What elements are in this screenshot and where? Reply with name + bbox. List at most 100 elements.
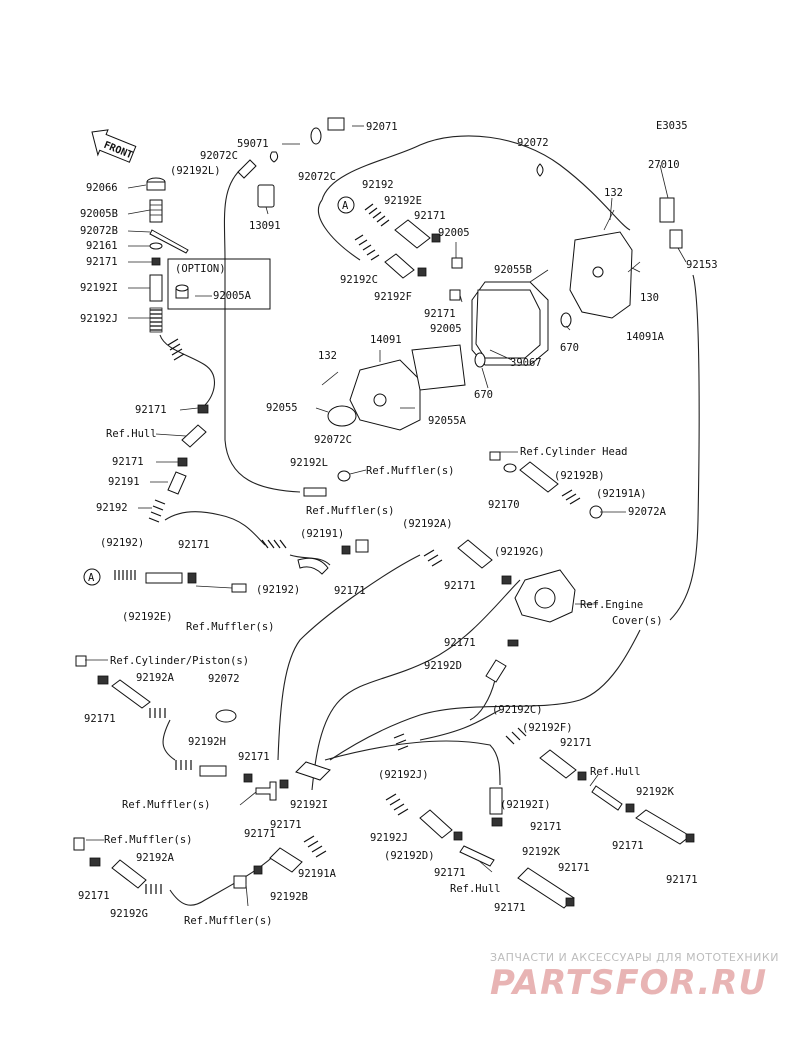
label-92192l-b: 92192L	[290, 457, 328, 469]
label-92191a-p: (92191A)	[596, 488, 647, 500]
label-ref-cylinder-piston: Ref.Cylinder/Piston(s)	[110, 655, 249, 667]
label-92192a-c: 92192A	[136, 852, 175, 864]
label-92192l: (92192L)	[170, 165, 221, 177]
label-92171-b10: 92171	[558, 862, 590, 874]
label-92171-m4: 92171	[444, 580, 476, 592]
label-92171-b1: 92171	[84, 713, 116, 725]
label-ref-cylinder-head: Ref.Cylinder Head	[520, 446, 627, 458]
label-ref-muffler: Ref.Muffler(s)	[366, 465, 455, 477]
label-92005-b: 92005	[430, 323, 462, 335]
label-92192k-b: 92192K	[522, 846, 561, 858]
label-13091: 13091	[249, 220, 281, 232]
part-labels: E3035 59071 92071 92072C (92192L) 92072C…	[78, 120, 718, 927]
label-92192h: 92192H	[188, 736, 226, 748]
label-92192: 92192	[362, 179, 394, 191]
label-92171-b8: 92171	[666, 874, 698, 886]
label-ref-muffler-5: Ref.Muffler(s)	[104, 834, 193, 846]
label-92072c: 92072C	[200, 150, 238, 162]
label-92192a-p: (92192A)	[402, 518, 453, 530]
label-92171-b6: 92171	[612, 840, 644, 852]
label-ref-muffler-2: Ref.Muffler(s)	[306, 505, 395, 517]
label-14091: 14091	[370, 334, 402, 346]
label-92072c-c: 92072C	[314, 434, 352, 446]
label-92072-b: 92072	[208, 673, 240, 685]
label-92192j-p: (92192J)	[378, 769, 429, 781]
diagram-code: E3035	[656, 120, 688, 132]
label-92055b: 92055B	[494, 264, 532, 276]
label-92191a: 92191A	[298, 868, 337, 880]
label-132: 132	[604, 187, 623, 199]
label-92192f: 92192F	[374, 291, 412, 303]
left-column-parts	[114, 117, 345, 593]
label-92171-m2: 92171	[112, 456, 144, 468]
label-92192i: 92192I	[80, 282, 118, 294]
label-92171-m6: 92171	[444, 637, 476, 649]
label-92192k: 92192K	[636, 786, 675, 798]
label-92072a: 92072A	[628, 506, 667, 518]
label-92192c: 92192C	[340, 274, 378, 286]
label-92191: 92191	[108, 476, 140, 488]
label-92192j-b: 92192J	[370, 832, 408, 844]
svg-text:A: A	[88, 572, 95, 584]
option-label: (OPTION)	[175, 263, 226, 275]
lower-parts	[73, 655, 695, 909]
label-92171-b4: 92171	[270, 819, 302, 831]
label-92192b-p: (92192B)	[554, 470, 605, 482]
label-ref-muffler-3: Ref.Muffler(s)	[186, 621, 275, 633]
label-ref-hull-3: Ref.Hull	[450, 883, 501, 895]
label-92055a: 92055A	[428, 415, 467, 427]
label-670: 670	[560, 342, 579, 354]
svg-text:A: A	[342, 200, 349, 212]
label-92161: 92161	[86, 240, 118, 252]
label-92192d-p: (92192D)	[384, 850, 435, 862]
label-92171-b12: 92171	[78, 890, 110, 902]
label-92192c-p: (92192C)	[492, 704, 543, 716]
label-92192f-p: (92192F)	[522, 722, 573, 734]
middle-parts	[261, 451, 603, 683]
label-ref-hull: Ref.Hull	[106, 428, 157, 440]
callout-a-left: A	[83, 568, 101, 586]
label-92171-b3: 92171	[560, 737, 592, 749]
label-ref-engine-2: Cover(s)	[612, 615, 663, 627]
label-92192-p: (92192)	[100, 537, 144, 549]
label-92192g-p: (92192G)	[494, 546, 545, 558]
label-92171-b9: 92171	[434, 867, 466, 879]
label-92191-p: (92191)	[300, 528, 344, 540]
label-92171-m3: 92171	[178, 539, 210, 551]
label-92171-b11: 92171	[494, 902, 526, 914]
label-92171-t2: 92171	[424, 308, 456, 320]
label-92192g: 92192G	[110, 908, 148, 920]
label-92066: 92066	[86, 182, 118, 194]
label-92171-t1: 92171	[414, 210, 446, 222]
label-92055: 92055	[266, 402, 298, 414]
label-92171-b7: 92171	[244, 828, 276, 840]
label-132-b: 132	[318, 350, 337, 362]
hose-routing	[159, 135, 700, 906]
leader-lines	[85, 125, 687, 907]
label-92170: 92170	[488, 499, 520, 511]
label-92192b: 92192B	[270, 891, 308, 903]
label-14091a: 14091A	[626, 331, 665, 343]
label-39067: 39067	[510, 357, 542, 369]
label-92072c-b: 92072C	[298, 171, 336, 183]
label-92072: 92072	[517, 137, 549, 149]
label-92171-m5: 92171	[334, 585, 366, 597]
label-92072b: 92072B	[80, 225, 118, 237]
label-92171-m1: 92171	[135, 404, 167, 416]
label-ref-muffler-4: Ref.Muffler(s)	[122, 799, 211, 811]
watermark-logo: PARTSFOR.RU	[490, 963, 767, 1003]
label-92192e-p: (92192E)	[122, 611, 173, 623]
label-92192d: 92192D	[424, 660, 462, 672]
front-arrow-icon: FRONT	[91, 129, 137, 163]
label-27010: 27010	[648, 159, 680, 171]
label-92005: 92005	[438, 227, 470, 239]
label-92171-b2: 92171	[238, 751, 270, 763]
label-92153: 92153	[686, 259, 718, 271]
label-92171-b5: 92171	[530, 821, 562, 833]
label-ref-engine: Ref.Engine	[580, 599, 643, 611]
label-92071: 92071	[366, 121, 398, 133]
label-ref-hull-2: Ref.Hull	[590, 766, 641, 778]
label-130: 130	[640, 292, 659, 304]
